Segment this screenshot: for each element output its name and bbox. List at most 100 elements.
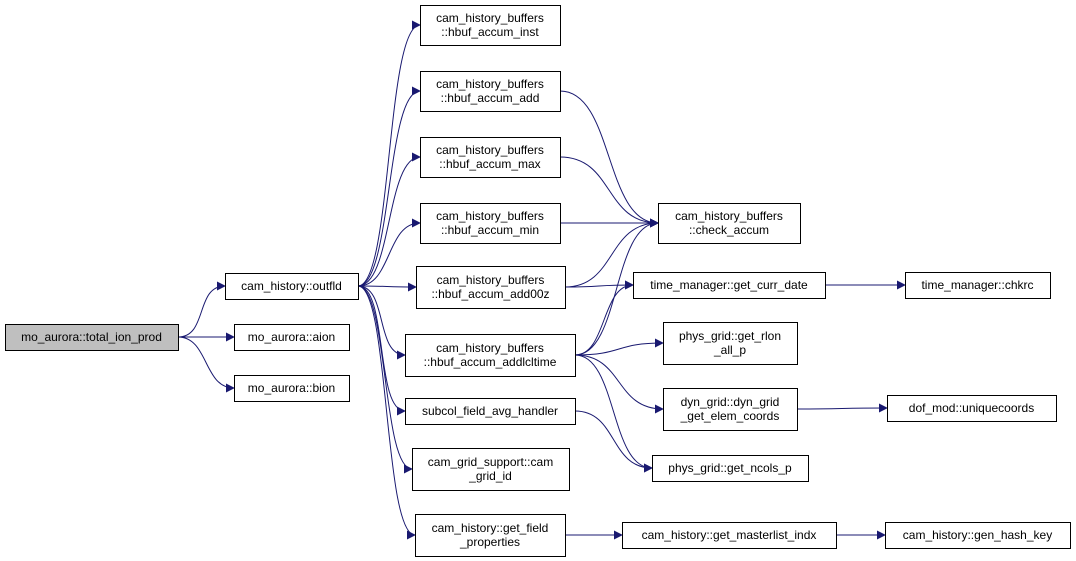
node-box [225,273,359,300]
node-box [905,272,1051,299]
node-aion[interactable]: mo_aurora::aion [234,324,350,351]
node-hbuf_accum_min[interactable]: cam_history_buffers::hbuf_accum_min [420,203,561,244]
node-hbuf_accum_addlcltime[interactable]: cam_history_buffers::hbuf_accum_addlclti… [405,334,576,377]
node-box [234,324,350,351]
node-get_curr_date[interactable]: time_manager::get_curr_date [633,272,826,299]
edge-hbuf_accum_max-to-check_accum [559,156,659,228]
node-label-line: ::hbuf_accum_max [439,157,540,171]
node-label-line: cam_grid_support::cam [428,455,553,469]
edge-total_ion_prod-to-bion [177,336,235,393]
node-gen_hash_key[interactable]: cam_history::gen_hash_key [885,522,1071,549]
node-hbuf_accum_add[interactable]: cam_history_buffers::hbuf_accum_add [420,71,561,112]
node-box [420,5,561,46]
node-box [416,266,566,309]
node-label-line: ::hbuf_accum_min [441,223,539,237]
edge-total_ion_prod-to-outfld [177,281,226,338]
node-label-line: cam_history_buffers [436,143,544,157]
node-label-line: ::hbuf_accum_add00z [431,287,549,301]
node-label-line: _get_elem_coords [680,409,780,423]
node-box [652,455,809,482]
node-label-line: subcol_field_avg_handler [422,404,558,418]
node-box [663,388,798,431]
edge-outfld-to-cam_grid_id [357,285,413,474]
node-label-line: mo_aurora::aion [248,330,335,344]
node-box [5,324,179,351]
node-label-line: cam_history::outfld [241,279,342,293]
node-box [412,448,570,491]
node-box [420,71,561,112]
node-bion[interactable]: mo_aurora::bion [234,375,350,402]
node-total_ion_prod[interactable]: mo_aurora::total_ion_prod [5,324,179,351]
node-label-line: cam_history_buffers [436,341,544,355]
node-dyn_grid_get_elem_coords[interactable]: dyn_grid::dyn_grid_get_elem_coords [663,388,798,431]
edges-layer [177,20,906,540]
edge-hbuf_accum_addlcltime-to-get_curr_date [574,280,634,356]
edge-outfld-to-hbuf_accum_add00z [357,282,417,292]
node-box [415,514,566,557]
node-label-line: ::hbuf_accum_add [441,91,540,105]
node-label-line: ::check_accum [689,223,769,237]
node-cam_grid_id[interactable]: cam_grid_support::cam_grid_id [412,448,570,491]
node-box [405,334,576,377]
node-label-line: cam_history_buffers [437,273,545,287]
node-get_masterlist_indx[interactable]: cam_history::get_masterlist_indx [622,522,837,549]
node-box [885,522,1071,549]
node-box [658,203,801,244]
node-label-line: cam_history_buffers [675,209,783,223]
node-label-line: phys_grid::get_rlon [679,329,781,343]
node-label-line: cam_history::get_field [432,521,549,535]
node-label-line: dyn_grid::dyn_grid [681,395,780,409]
node-label-line: cam_history_buffers [436,77,544,91]
node-chkrc[interactable]: time_manager::chkrc [905,272,1051,299]
node-box [234,375,350,402]
edge-hbuf_accum_add-to-check_accum [559,90,659,228]
node-get_field_properties[interactable]: cam_history::get_field_properties [415,514,566,557]
node-label-line: ::hbuf_accum_addlcltime [424,355,557,369]
node-box [633,272,826,299]
node-outfld[interactable]: cam_history::outfld [225,273,359,300]
node-label-line: cam_history::gen_hash_key [903,528,1052,542]
node-box [420,203,561,244]
edge-hbuf_accum_add00z-to-check_accum [564,218,659,288]
node-label-line: cam_history_buffers [436,11,544,25]
edge-outfld-to-hbuf_accum_add [357,86,421,287]
node-label-line: time_manager::chkrc [921,278,1033,292]
node-label-line: mo_aurora::total_ion_prod [21,330,162,344]
node-get_ncols_p[interactable]: phys_grid::get_ncols_p [652,455,809,482]
node-box [663,322,798,365]
edge-outfld-to-hbuf_accum_inst [357,20,421,287]
edge-outfld-to-hbuf_accum_addlcltime [357,285,406,360]
node-box [622,522,837,549]
node-label-line: _grid_id [468,469,512,483]
node-uniquecoords[interactable]: dof_mod::uniquecoords [887,395,1057,422]
node-get_rlon_all_p[interactable]: phys_grid::get_rlon_all_p [663,322,798,365]
node-label-line: cam_history::get_masterlist_indx [642,528,817,542]
edge-subcol_field_avg_handler-to-get_ncols_p [574,410,653,473]
node-hbuf_accum_inst[interactable]: cam_history_buffers::hbuf_accum_inst [420,5,561,46]
node-box [405,398,576,425]
node-label-line: mo_aurora::bion [248,381,335,395]
edge-hbuf_accum_addlcltime-to-get_rlon_all_p [574,338,664,356]
node-label-line: ::hbuf_accum_inst [441,25,539,39]
node-label-line: phys_grid::get_ncols_p [668,461,792,475]
node-label-line: time_manager::get_curr_date [650,278,808,292]
node-label-line: _properties [459,535,520,549]
edge-hbuf_accum_addlcltime-to-dyn_grid_get_elem_coords [574,354,664,414]
node-label-line: _all_p [713,343,746,357]
edge-outfld-to-hbuf_accum_max [357,152,421,287]
node-check_accum[interactable]: cam_history_buffers::check_accum [658,203,801,244]
node-label-line: dof_mod::uniquecoords [909,401,1034,415]
edge-hbuf_accum_addlcltime-to-get_ncols_p [574,354,653,473]
edge-hbuf_accum_add00z-to-get_curr_date [564,280,634,290]
edge-dyn_grid_get_elem_coords-to-uniquecoords [796,403,888,413]
edge-hbuf_accum_addlcltime-to-check_accum [574,218,659,356]
node-label-line: cam_history_buffers [436,209,544,223]
edge-outfld-to-get_field_properties [357,285,416,540]
edge-outfld-to-subcol_field_avg_handler [357,285,406,416]
nodes-layer: mo_aurora::total_ion_prod cam_history::ou… [5,5,1071,557]
node-hbuf_accum_max[interactable]: cam_history_buffers::hbuf_accum_max [420,137,561,178]
node-hbuf_accum_add00z[interactable]: cam_history_buffers::hbuf_accum_add00z [416,266,566,309]
edge-outfld-to-hbuf_accum_min [357,218,421,287]
node-subcol_field_avg_handler[interactable]: subcol_field_avg_handler [405,398,576,425]
